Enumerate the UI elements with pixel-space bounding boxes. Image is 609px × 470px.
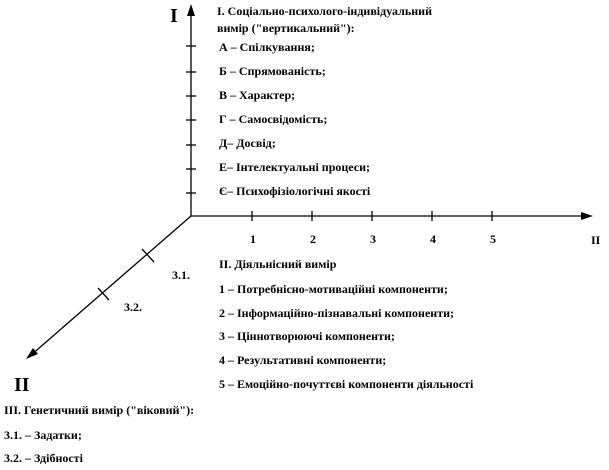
vertical-axis-label: I (170, 5, 178, 27)
horizontal-tick-label-4: 4 (430, 232, 436, 246)
horizontal-tick-label-2: 2 (310, 232, 316, 246)
diagonal-axis (29, 215, 192, 357)
horizontal-arrowhead (581, 212, 593, 220)
diagonal-tick-label-3-2: 3.2. (124, 300, 142, 314)
diagonal-tick-3-1 (141, 248, 155, 263)
vertical-dimension-title-line2: вимір ("вертикальний"): (217, 21, 355, 35)
horizontal-item-5: 5 – Емоційно-почуттєві компоненти діяльн… (219, 377, 474, 391)
horizontal-item-1: 1 – Потребнісно-мотиваційні компоненти; (219, 282, 448, 296)
vertical-item-e: Е– Інтелектуальні процеси; (219, 160, 371, 174)
vertical-item-b: Б – Спрямованість; (219, 64, 326, 78)
diagonal-tick-3-2 (97, 287, 110, 301)
horizontal-dimension-title: ІІ. Діяльнісний вимір (219, 257, 337, 271)
vertical-item-v: В – Характер; (219, 88, 296, 102)
diagonal-tick-label-3-1: 3.1. (172, 268, 190, 282)
diagonal-axis-label: II (14, 374, 30, 396)
horizontal-axis-label: II (591, 233, 601, 247)
diagonal-arrowhead (26, 348, 38, 359)
horizontal-item-2: 2 – Інформаційно-пізнавальні компоненти; (219, 306, 455, 320)
horizontal-item-4: 4 – Результативні компоненти; (219, 353, 387, 367)
genetic-dimension-title: ІІІ. Генетичний вимір ("віковий"): (4, 403, 195, 417)
vertical-arrowhead (187, 4, 195, 16)
horizontal-tick-label-5: 5 (490, 232, 496, 246)
genetic-item-3-1: 3.1. – Задатки; (4, 428, 82, 442)
vertical-item-g: Г – Самосвідомість; (219, 112, 328, 126)
genetic-item-3-2: 3.2. – Здібності (4, 451, 83, 465)
vertical-item-ye: Є– Психофізіологічні якості (219, 184, 371, 198)
horizontal-item-3: 3 – Ціннотворюючі компоненти; (219, 329, 395, 343)
vertical-item-a: А – Спілкування; (219, 40, 315, 54)
vertical-dimension-title-line1: І. Соціально-психолого-індивідуальний (217, 4, 432, 18)
horizontal-tick-label-1: 1 (250, 232, 256, 246)
vertical-item-d: Д– Досвід; (219, 136, 276, 150)
horizontal-tick-label-3: 3 (370, 232, 376, 246)
